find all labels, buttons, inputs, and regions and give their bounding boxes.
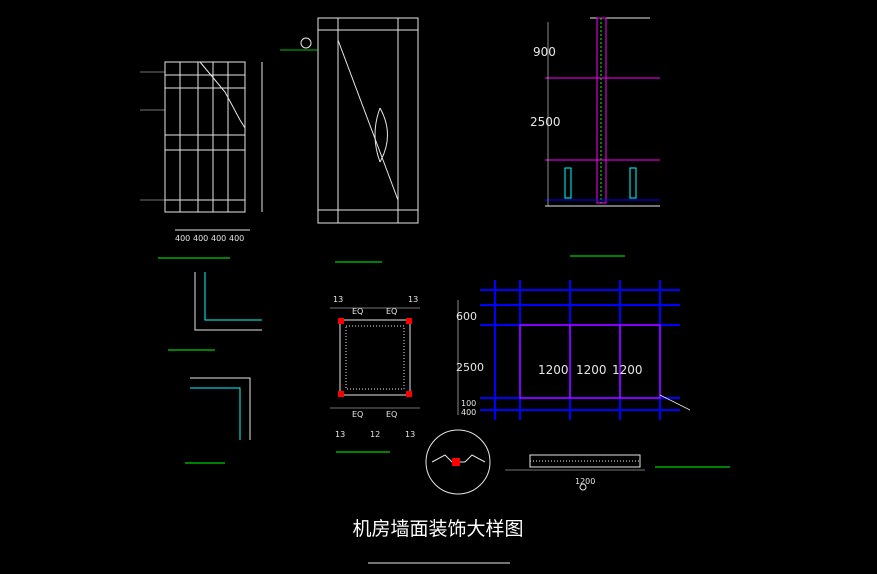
- dim-13-d: 13: [405, 430, 415, 439]
- elevation-top-left: [140, 61, 263, 231]
- dim-1200-b: 1200: [576, 363, 607, 377]
- dim-400-a: 400: [175, 234, 190, 243]
- dim-900: 900: [533, 45, 556, 59]
- dim-eq-a: EQ: [352, 307, 363, 316]
- dim-400-d: 400: [229, 234, 244, 243]
- dim-100: 100: [461, 399, 476, 408]
- dim-1200-a: 1200: [538, 363, 569, 377]
- column-section: [330, 307, 420, 409]
- dim-1200-c: 1200: [612, 363, 643, 377]
- dim-12: 12: [370, 430, 380, 439]
- dim-400-grid: 400: [461, 408, 476, 417]
- corner-detail-2: [190, 377, 251, 440]
- dims-top-right: 900 2500: [530, 45, 561, 129]
- wall-section: [545, 17, 660, 207]
- circle-detail: [425, 429, 491, 495]
- dim-600: 600: [456, 310, 477, 323]
- dim-eq-d: EQ: [386, 410, 397, 419]
- dim-400-b: 400: [193, 234, 208, 243]
- ref-circle: [300, 37, 312, 49]
- dim-2500-top: 2500: [530, 115, 561, 129]
- dims-grid: 600 2500 100 400 1200 1200 1200: [456, 310, 643, 417]
- drawing-title: 机房墙面装饰大样图: [352, 518, 523, 540]
- dims-section: 13 13 EQ EQ EQ EQ 13 12 13: [333, 295, 418, 439]
- dim-13-a: 13: [333, 295, 343, 304]
- corner-detail-1: [194, 272, 262, 331]
- dim-eq-b: EQ: [386, 307, 397, 316]
- dim-1200-strip: 1200: [575, 477, 595, 486]
- dim-13-b: 13: [408, 295, 418, 304]
- grid-elevation: [457, 280, 691, 420]
- dim-13-c: 13: [335, 430, 345, 439]
- dim-400-c: 400: [211, 234, 226, 243]
- dims-top-left: 400 400 400 400: [175, 234, 244, 243]
- column-elevation: [317, 17, 419, 224]
- strip-section: 1200: [505, 454, 645, 491]
- dim-2500-grid: 2500: [456, 361, 484, 374]
- dim-eq-c: EQ: [352, 410, 363, 419]
